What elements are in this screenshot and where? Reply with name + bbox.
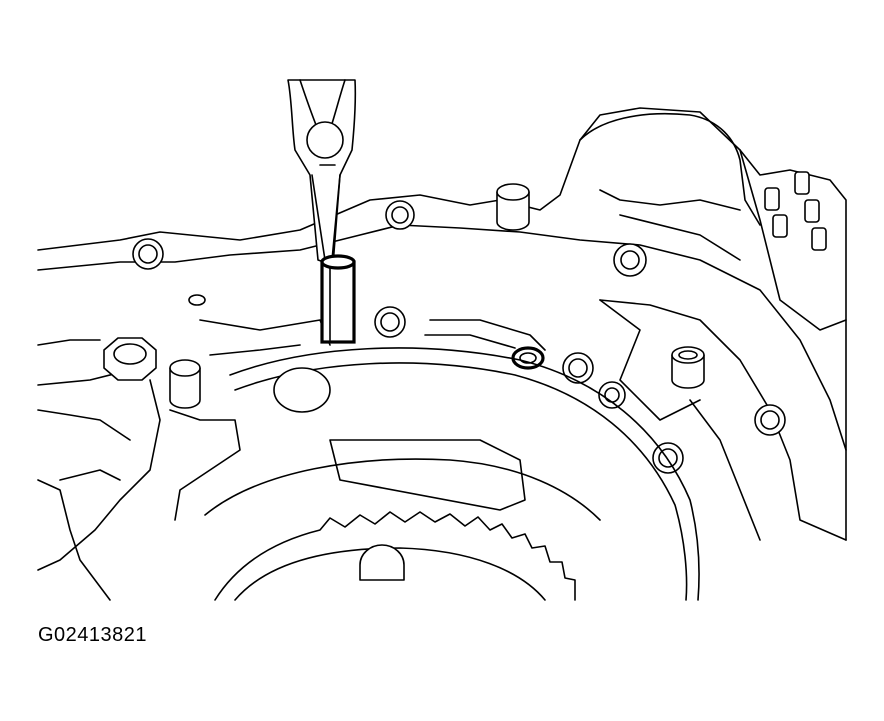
left-bracket — [37, 319, 331, 601]
transmission-line-illustration — [37, 79, 847, 601]
hex-bolt — [103, 337, 157, 381]
figure-code: G02413821 — [38, 624, 148, 646]
snap-ring-pliers — [287, 79, 357, 266]
ring-gear — [214, 511, 576, 601]
bolt-holes — [132, 200, 786, 474]
dowel-pins — [169, 183, 705, 409]
upper-right-component — [579, 112, 827, 261]
drum-bore — [204, 347, 700, 601]
o-ring — [424, 319, 546, 370]
case-housing — [37, 107, 847, 541]
sleeve — [320, 254, 356, 344]
